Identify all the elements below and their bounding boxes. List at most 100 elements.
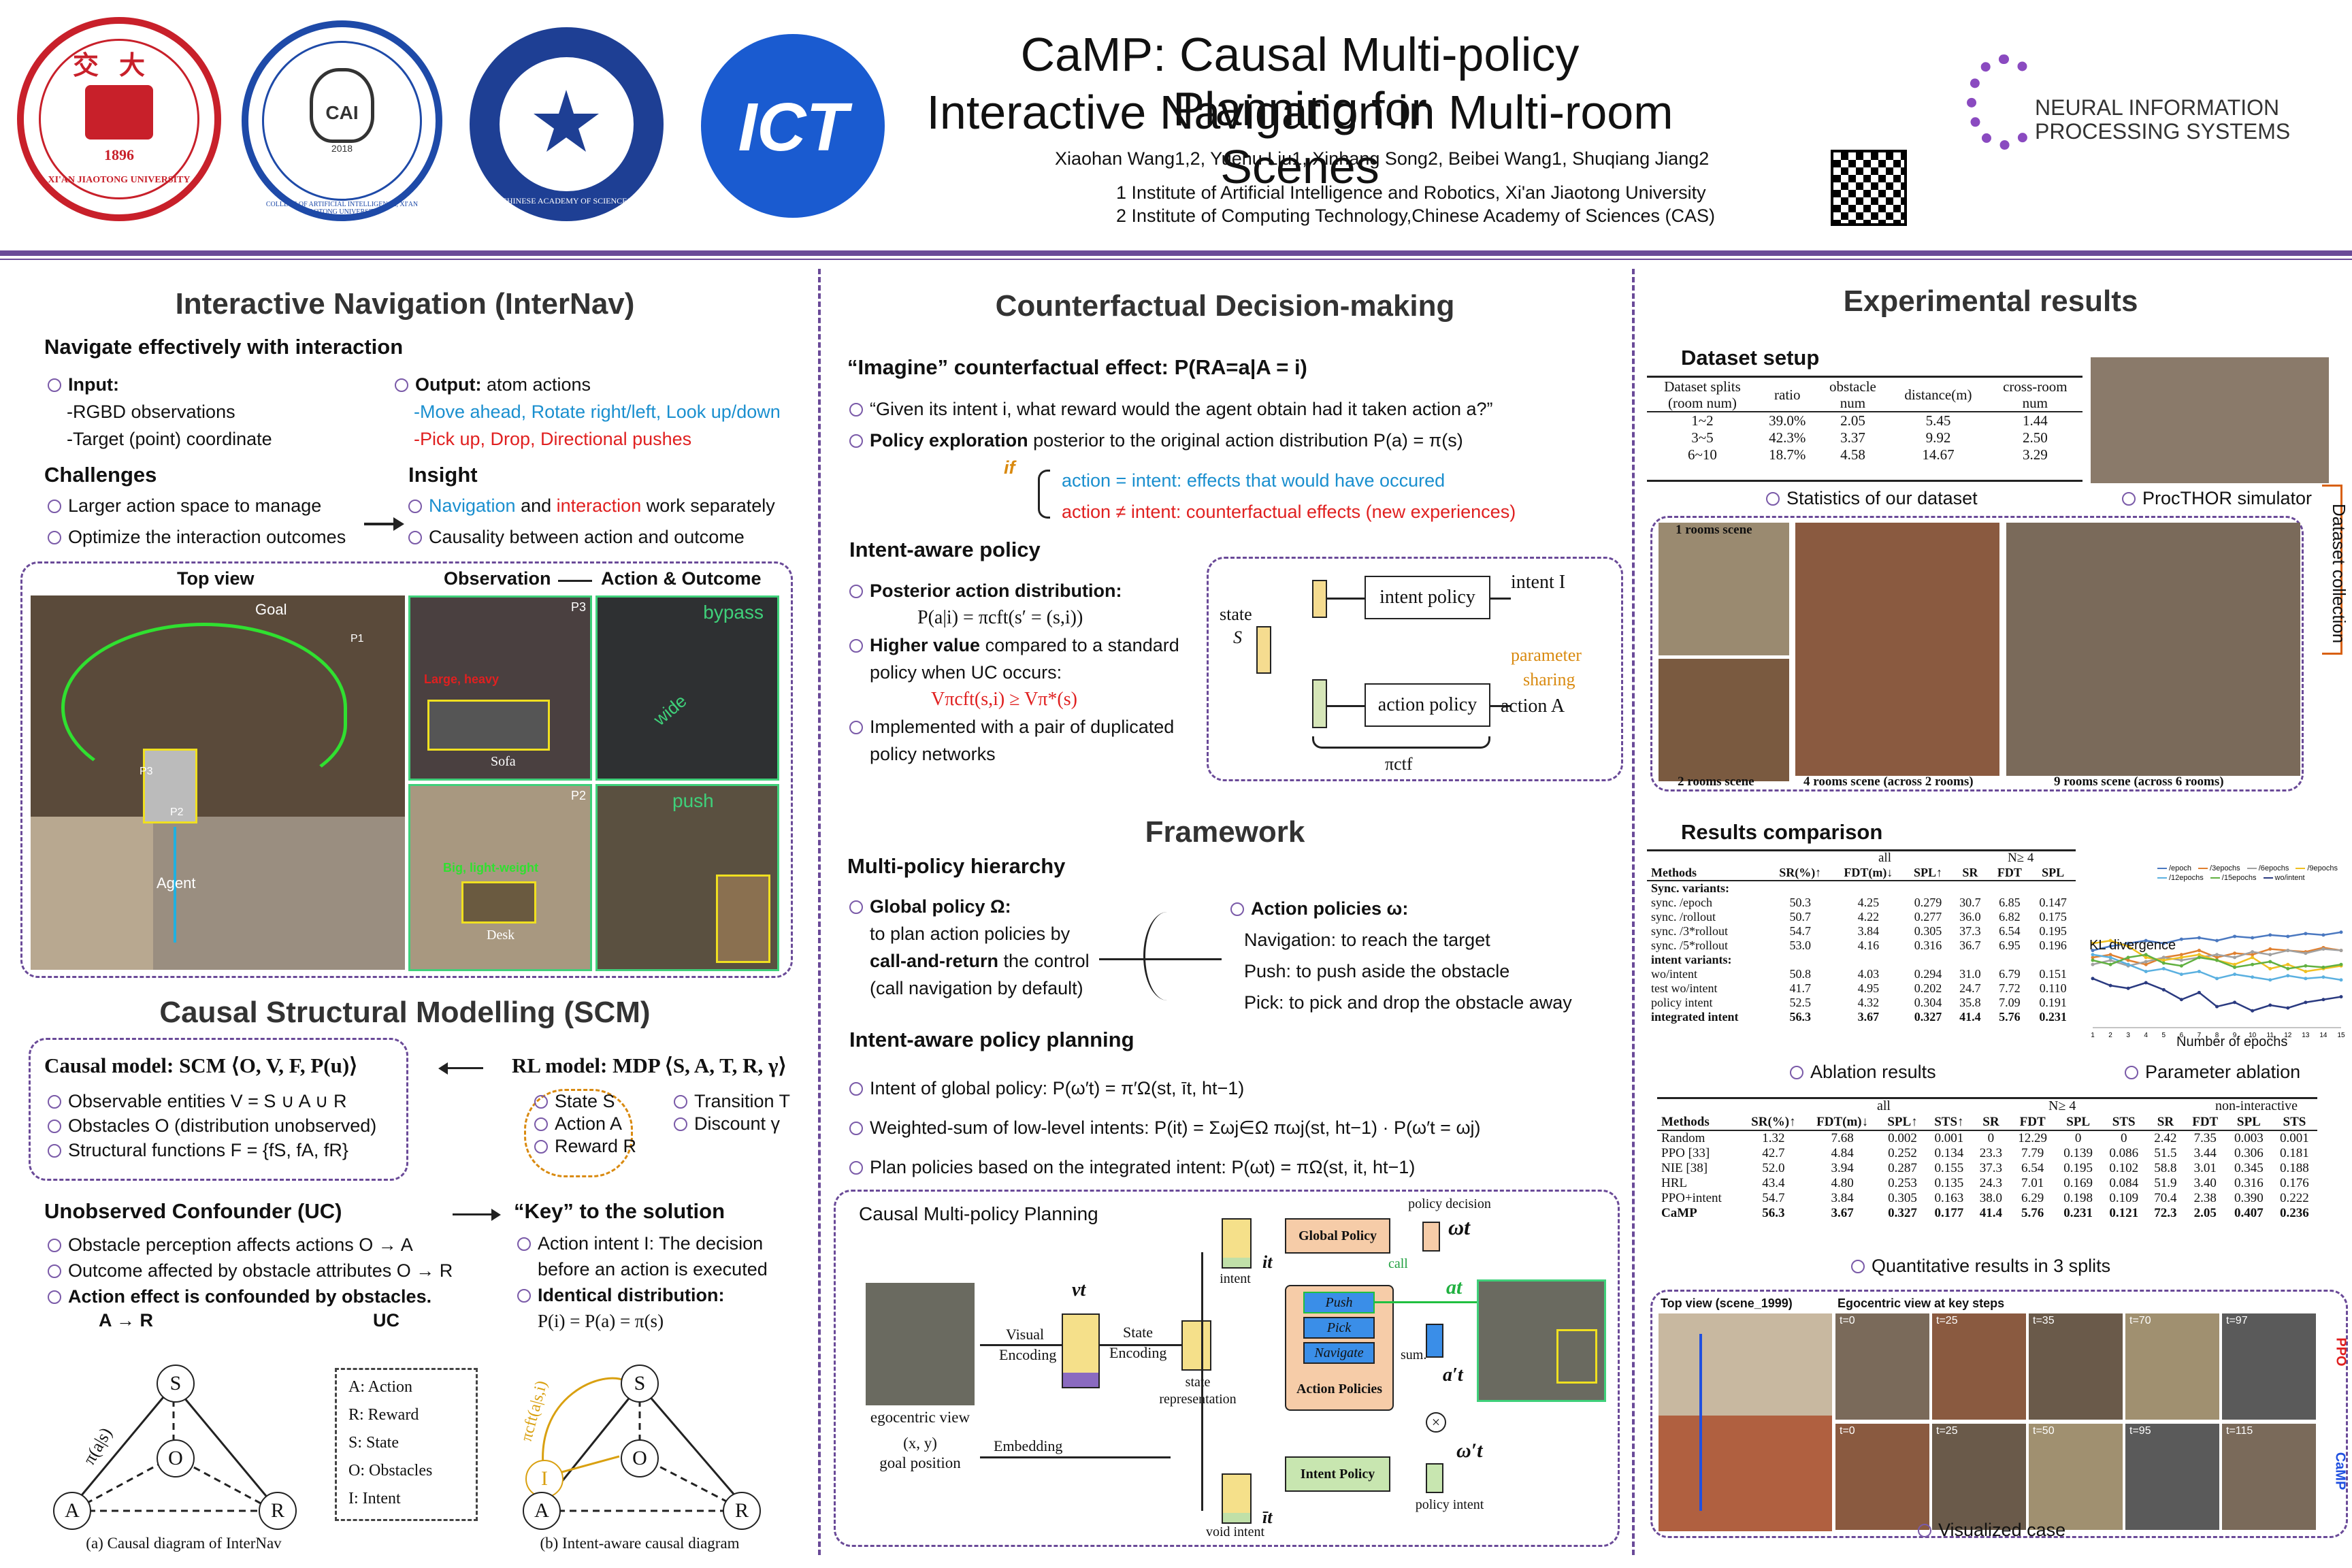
chart-point <box>2161 958 2166 962</box>
chart-point <box>2321 975 2325 979</box>
chart-point <box>2321 947 2325 951</box>
abl-row-cell: 35.8 <box>1959 996 1981 1009</box>
vis-frame: t=50 <box>2029 1424 2123 1530</box>
abl-row-cell: 37.3 <box>1959 924 1981 938</box>
ds-row-cell: 42.3% <box>1769 429 1806 446</box>
scene-4-label: 4 rooms scene (across 2 rooms) <box>1803 774 1974 789</box>
chart-point <box>2161 961 2166 965</box>
scm-title: Causal Structural Modelling (SCM) <box>159 996 651 1029</box>
chart-point <box>2304 970 2308 973</box>
ds-row-cell: 9.92 <box>1925 429 1951 446</box>
vis-frame: t=0 <box>1835 1424 1929 1530</box>
higher-bold: Higher value <box>870 635 981 655</box>
rl-action: Action A <box>555 1113 623 1134</box>
vis-frame-step: t=115 <box>2226 1425 2253 1437</box>
abl-row-cell: 0.202 <box>1914 981 1942 995</box>
abl-row-cell: 0.294 <box>1914 967 1942 981</box>
chart-point <box>2251 975 2255 979</box>
param-caption: Parameter ablation <box>2125 1058 2300 1085</box>
cai-logo-year: 2018 <box>331 143 353 154</box>
desk-label: Desk <box>487 928 515 943</box>
mph-heading: Multi-policy hierarchy <box>847 854 1066 878</box>
chart-point <box>2251 936 2255 940</box>
challenge-2: Optimize the interaction outcomes <box>68 527 346 547</box>
header-divider <box>0 250 2352 256</box>
uc-key-arrow <box>453 1213 493 1215</box>
key-list: Action intent I: The decision before an … <box>517 1230 768 1334</box>
chart-x-tick: 2 <box>2108 1032 2112 1039</box>
q-h-col: STS <box>2112 1115 2136 1129</box>
iapp-heading: Intent-aware policy planning <box>849 1028 1134 1051</box>
q-row-cell: 0.327 <box>1888 1206 1917 1220</box>
input-rgbd: -RGBD observations <box>67 402 235 422</box>
state-rep-block <box>1181 1320 1211 1371</box>
chart-legend-swatch <box>2157 868 2167 870</box>
chart-legend-entry: /9epochs <box>2296 864 2338 872</box>
ablation-caption: Ablation results <box>1790 1058 1936 1085</box>
uc-3a: A → R <box>99 1310 153 1330</box>
abl-row-cell: 0.316 <box>1914 938 1942 952</box>
global-2: the control <box>998 951 1090 971</box>
q-row-cell: 0.139 <box>2063 1146 2093 1160</box>
chart-x-tick: 11 <box>2267 1032 2274 1039</box>
param-caption-text: Parameter ablation <box>2145 1062 2301 1082</box>
scene-2-label: 2 rooms scene <box>1678 774 1754 789</box>
key-1: Action intent I: The decision <box>538 1233 764 1254</box>
legend-box <box>335 1368 478 1521</box>
abl-all: all <box>1878 851 1891 865</box>
chart-point <box>2108 983 2112 987</box>
chart-legend-label: /12epochs <box>2169 874 2204 882</box>
chart-legend-swatch <box>2263 877 2273 879</box>
cdm-brace <box>1038 470 1050 519</box>
chart-x-tick: 7 <box>2198 1032 2202 1039</box>
legend-list: A: Action R: Reward S: State O: Obstacle… <box>348 1373 432 1513</box>
intent-aware-diagram <box>1207 557 1623 781</box>
higher-2: policy when UC occurs: <box>870 662 1062 683</box>
abl-row-cell: 50.8 <box>1789 967 1811 981</box>
camp-label: CaMP <box>2332 1452 2348 1490</box>
chart-legend-swatch <box>2247 868 2257 870</box>
abl-h-methods: Methods <box>1651 866 1697 879</box>
chart-point <box>2161 941 2166 945</box>
chart-point <box>2144 938 2148 943</box>
chart-point <box>2233 951 2237 956</box>
abl-n4: N≥ 4 <box>2008 851 2034 865</box>
higher-rest: compared to a standard <box>980 635 1179 655</box>
global-1: to plan action policies by <box>870 924 1071 944</box>
sum-block <box>1426 1324 1443 1358</box>
rl-model-box <box>524 1089 633 1177</box>
stats-caption: Statistics of our dataset <box>1766 485 1978 512</box>
vis-top-image <box>1659 1313 1832 1531</box>
chart-point <box>2179 964 2183 968</box>
abl-row-cell: 36.7 <box>1959 938 1981 952</box>
abl-row-cell: 0.195 <box>2039 924 2067 938</box>
posterior-label: Posterior action distribution: <box>870 581 1122 601</box>
rl-state: State S <box>555 1091 615 1111</box>
rl-reward: Reward R <box>555 1136 637 1156</box>
neurips-logo-text-1: NEURAL INFORMATION <box>2035 95 2280 120</box>
abl-row-cell: 6.54 <box>1999 924 2021 938</box>
chart-legend-entry: /6epochs <box>2247 864 2289 872</box>
chart-point <box>2144 953 2148 957</box>
abl-row-cell: 3.84 <box>1857 924 1880 938</box>
uc-3b: UC <box>373 1310 399 1330</box>
output-int-actions: -Pick up, Drop, Directional pushes <box>414 429 692 449</box>
ds-row-cell: 4.58 <box>1840 446 1865 463</box>
chart-legend-label: /3epochs <box>2210 864 2240 872</box>
internav-title: Interactive Navigation (InterNav) <box>175 287 635 321</box>
intent-policy-box-2: Intent Policy <box>1285 1456 1390 1492</box>
rl-transition: Transition T <box>694 1091 791 1111</box>
chart-point <box>2108 944 2112 948</box>
q-row-cell: 0.252 <box>1888 1146 1917 1160</box>
cdm-policy-expl: posterior to the original action distrib… <box>1028 430 1463 451</box>
quant-caption-text: Quantitative results in 3 splits <box>1872 1256 2111 1276</box>
cai-ring-text: COLLEGE OF ARTIFICIAL INTELLIGENCE, XI'A… <box>265 201 419 216</box>
vis-caption: Visualized case <box>1918 1516 2065 1544</box>
ppo-label: PPO <box>2333 1337 2349 1367</box>
q-row-cell: 0.084 <box>2109 1176 2139 1190</box>
vis-frame-step: t=97 <box>2226 1315 2248 1326</box>
